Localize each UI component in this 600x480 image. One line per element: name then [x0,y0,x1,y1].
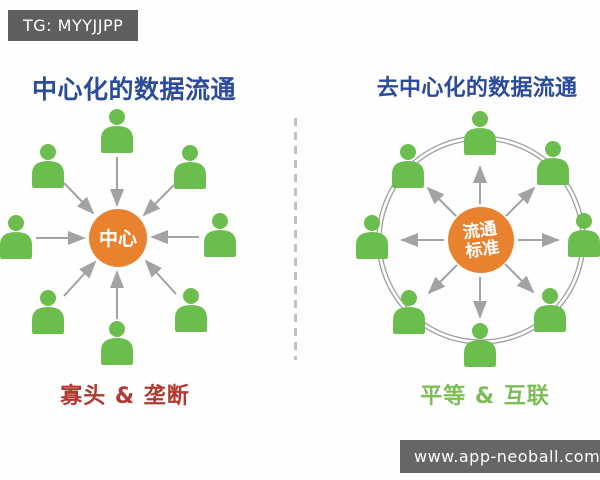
arrow [142,184,175,217]
right-panel-caption: 平等 & 互联 [420,384,550,409]
left-panel-title: 中心化的数据流通 [31,75,236,104]
person-icon [175,288,207,332]
arrow [63,182,95,215]
watermark-badge-bottom: www.app-neoball.com [400,440,600,473]
dashed-divider [294,118,297,360]
decentralized-diagram: 流通 标准 [356,111,600,367]
arrow [427,264,458,295]
arrow [505,186,536,217]
center-hub-label: 中心 [99,227,137,250]
arrow [144,259,177,295]
standard-hub-label-line2: 标准 [464,237,501,263]
standard-hub-label-line1: 流通 [461,218,498,244]
person-icon [101,321,133,365]
arrow [426,186,457,217]
left-panel-caption: 寡头 & 垄断 [60,384,190,409]
person-icon [101,109,133,153]
outward-arrows [400,165,560,319]
person-icon [534,288,566,332]
inward-arrows [36,157,199,319]
person-icon [464,323,496,367]
person-icon [32,144,64,188]
watermark-badge-top: TG: MYYJJPP [8,10,139,41]
person-icon [392,144,424,188]
arrow [504,263,535,294]
person-icon [204,213,236,257]
person-icon [464,111,496,155]
person-icon [568,213,600,257]
right-panel-title: 去中心化的数据流通 [376,76,578,101]
person-icon [174,145,206,189]
center-hub-circle [89,209,147,267]
centralized-diagram: 中心 [0,109,236,365]
person-icon [32,290,64,334]
person-icon [0,215,32,259]
person-icon [537,141,569,185]
standard-hub-circle [448,207,514,273]
arrow [63,260,97,297]
standard-hub-label: 流通 标准 [461,218,500,262]
